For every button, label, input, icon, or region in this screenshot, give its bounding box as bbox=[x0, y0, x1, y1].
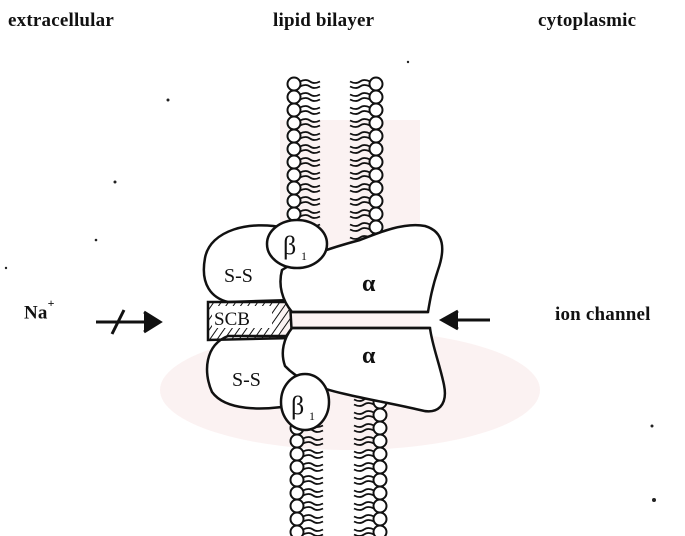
phospholipid-icon bbox=[288, 104, 321, 117]
beta-top-label: β bbox=[283, 231, 296, 260]
phospholipid-icon bbox=[350, 78, 383, 91]
phospholipid-icon bbox=[291, 526, 324, 536]
phospholipid-icon bbox=[354, 474, 387, 487]
beta-subunit-top bbox=[267, 220, 327, 268]
beta-top-subscript: 1 bbox=[301, 249, 307, 263]
phospholipid-icon bbox=[354, 435, 387, 448]
phospholipid-icon bbox=[354, 500, 387, 513]
phospholipid-icon bbox=[350, 169, 383, 182]
arrow-left-icon bbox=[442, 311, 490, 329]
phospholipid-icon bbox=[350, 156, 383, 169]
scb-label: SCB bbox=[214, 309, 250, 330]
phospholipid-icon bbox=[350, 104, 383, 117]
beta-bottom-subscript: 1 bbox=[309, 409, 315, 423]
phospholipid-icon bbox=[350, 221, 383, 234]
phospholipid-icon bbox=[288, 169, 321, 182]
phospholipid-icon bbox=[350, 182, 383, 195]
phospholipid-icon bbox=[354, 422, 387, 435]
phospholipid-icon bbox=[291, 448, 324, 461]
disulfide-bottom-label: S-S bbox=[232, 369, 261, 391]
phospholipid-icon bbox=[288, 78, 321, 91]
phospholipid-icon bbox=[354, 448, 387, 461]
phospholipid-icon bbox=[350, 117, 383, 130]
phospholipid-icon bbox=[354, 513, 387, 526]
phospholipid-icon bbox=[291, 513, 324, 526]
phospholipid-icon bbox=[288, 117, 321, 130]
phospholipid-icon bbox=[354, 461, 387, 474]
alpha-bottom-label: α bbox=[362, 343, 376, 369]
phospholipid-icon bbox=[288, 156, 321, 169]
phospholipid-icon bbox=[291, 435, 324, 448]
blocked-arrow-icon bbox=[96, 310, 160, 334]
phospholipid-icon bbox=[288, 91, 321, 104]
phospholipid-icon bbox=[354, 487, 387, 500]
phospholipid-icon bbox=[288, 208, 321, 221]
phospholipid-icon bbox=[354, 409, 387, 422]
phospholipid-icon bbox=[288, 182, 321, 195]
phospholipid-icon bbox=[288, 195, 321, 208]
phospholipid-icon bbox=[291, 474, 324, 487]
beta-bottom-label: β bbox=[291, 391, 304, 420]
phospholipid-icon bbox=[350, 195, 383, 208]
alpha-top-label: α bbox=[362, 271, 376, 297]
beta-subunit-bottom bbox=[281, 374, 329, 430]
phospholipid-icon bbox=[288, 130, 321, 143]
phospholipid-icon bbox=[350, 91, 383, 104]
phospholipid-icon bbox=[288, 143, 321, 156]
phospholipid-icon bbox=[354, 526, 387, 536]
phospholipid-icon bbox=[291, 461, 324, 474]
phospholipid-icon bbox=[291, 487, 324, 500]
phospholipid-icon bbox=[350, 208, 383, 221]
disulfide-top-label: S-S bbox=[224, 265, 253, 287]
phospholipid-icon bbox=[350, 143, 383, 156]
phospholipid-icon bbox=[350, 130, 383, 143]
phospholipid-icon bbox=[291, 500, 324, 513]
